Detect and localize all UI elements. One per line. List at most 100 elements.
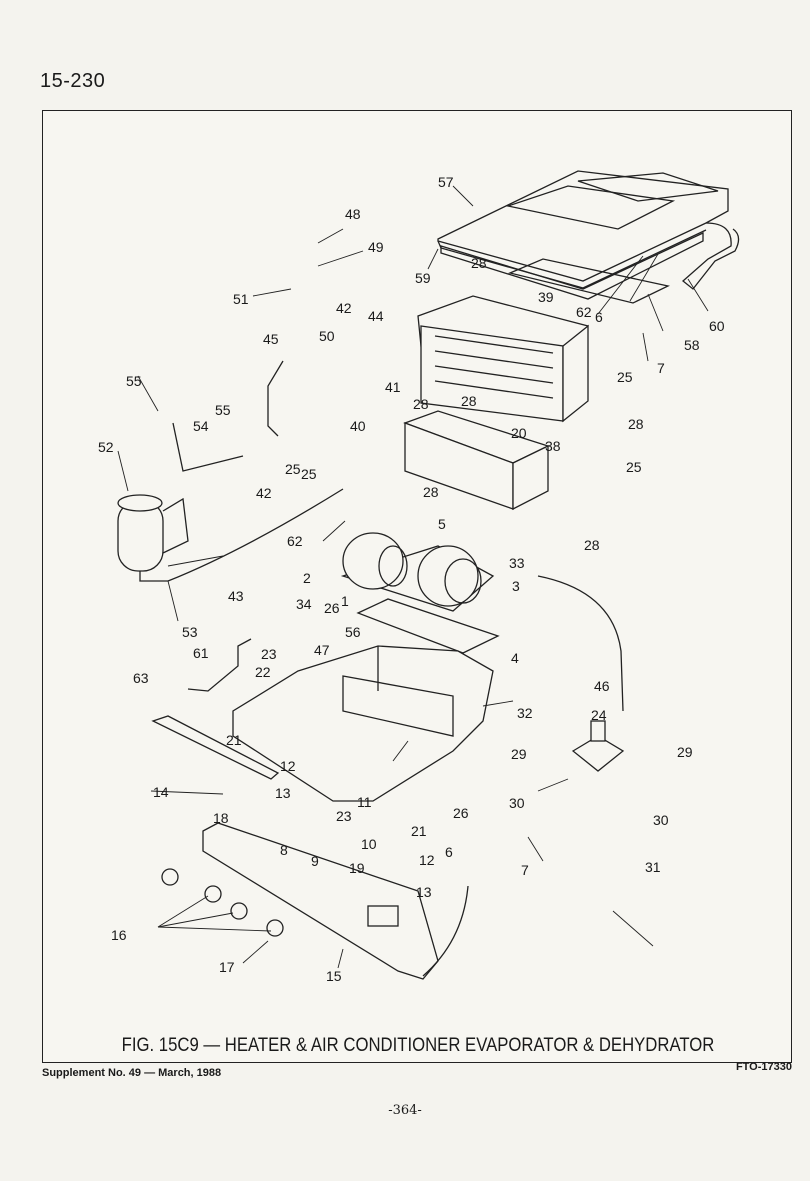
callout-30: 30 (509, 795, 525, 811)
callout-26: 26 (324, 600, 340, 616)
callout-50: 50 (319, 328, 335, 344)
callout-29: 29 (677, 744, 693, 760)
figure-code: FTO-17330 (735, 1061, 792, 1073)
callout-30: 30 (653, 812, 669, 828)
callout-10: 10 (361, 836, 377, 852)
callout-34: 34 (296, 596, 312, 612)
callout-15: 15 (326, 968, 342, 984)
callout-61: 61 (193, 645, 209, 661)
callout-52: 52 (98, 439, 114, 455)
callout-46: 46 (594, 678, 610, 694)
callout-42: 42 (256, 485, 272, 501)
callout-25: 25 (301, 466, 317, 482)
callout-19: 19 (349, 860, 365, 876)
part-panel-arrow (422, 885, 469, 977)
callout-53: 53 (182, 624, 198, 640)
callout-47: 47 (314, 642, 330, 658)
callout-2: 2 (303, 570, 311, 586)
callout-44: 44 (368, 308, 384, 324)
exploded-diagram: 57 48 49 51 59 28 39 62 6 60 58 42 44 50… (98, 170, 740, 984)
callout-16: 16 (111, 927, 127, 943)
part-gasket (440, 231, 704, 300)
supplement-note: Supplement No. 49 — March, 1988 (42, 1067, 222, 1079)
callout-41: 41 (385, 379, 401, 395)
callout-4: 4 (511, 650, 519, 666)
callout-23: 23 (336, 808, 352, 824)
part-evaporator-core (417, 295, 589, 423)
callout-54: 54 (193, 418, 209, 434)
part-blower-assembly (340, 532, 495, 612)
callout-9: 9 (311, 853, 319, 869)
callout-17: 17 (219, 959, 235, 975)
callout-28: 28 (584, 537, 600, 553)
callout-11: 11 (357, 794, 372, 810)
part-hose-46 (537, 575, 624, 712)
callout-56: 56 (345, 624, 361, 640)
callout-21: 21 (226, 732, 242, 748)
callout-labels: 57 48 49 51 59 28 39 62 6 60 58 42 44 50… (98, 174, 725, 984)
callout-31: 31 (645, 859, 661, 875)
callout-6: 6 (595, 309, 603, 325)
callout-45: 45 (263, 331, 279, 347)
part-trim-strip (151, 715, 280, 780)
part-heater-core (403, 410, 550, 511)
part-hose-45 (267, 360, 284, 437)
callout-59: 59 (415, 270, 431, 286)
callout-57: 57 (438, 174, 454, 190)
callout-55: 55 (215, 402, 231, 418)
page-number: -364- (388, 1103, 422, 1118)
callout-24: 24 (591, 707, 607, 723)
page-code: 15-230 (40, 70, 106, 92)
part-top-cover (437, 170, 740, 290)
callout-63: 63 (133, 670, 149, 686)
callout-13: 13 (275, 785, 291, 801)
part-dehydrator (117, 488, 344, 582)
callout-33: 33 (509, 555, 525, 571)
callout-28: 28 (423, 484, 439, 500)
callout-3: 3 (512, 578, 520, 594)
callout-62: 62 (287, 533, 303, 549)
callout-28: 28 (471, 255, 487, 271)
callout-6: 6 (445, 844, 453, 860)
callout-14: 14 (153, 784, 169, 800)
callout-1: 1 (341, 593, 349, 609)
figure-frame: 57 48 49 51 59 28 39 62 6 60 58 42 44 50… (42, 110, 792, 1063)
leader-lines (117, 185, 709, 969)
callout-28: 28 (413, 396, 429, 412)
callout-23: 23 (261, 646, 277, 662)
callout-28: 28 (628, 416, 644, 432)
callout-28: 28 (461, 393, 477, 409)
callout-55: 55 (126, 373, 142, 389)
callout-25: 25 (617, 369, 633, 385)
callout-39: 39 (538, 289, 554, 305)
callout-26: 26 (453, 805, 469, 821)
callout-29: 29 (511, 746, 527, 762)
callout-32: 32 (517, 705, 533, 721)
callout-21: 21 (411, 823, 427, 839)
part-hose-61 (187, 638, 252, 692)
callout-8: 8 (280, 842, 288, 858)
part-heater-housing (232, 645, 494, 802)
part-seal (507, 258, 670, 304)
callout-48: 48 (345, 206, 361, 222)
callout-13: 13 (416, 884, 432, 900)
callout-7: 7 (521, 862, 529, 878)
callout-12: 12 (419, 852, 435, 868)
part-control-panel (161, 822, 439, 980)
callout-58: 58 (684, 337, 700, 353)
callout-20: 20 (511, 425, 527, 441)
callout-62: 62 (576, 304, 592, 320)
callout-40: 40 (350, 418, 366, 434)
callout-7: 7 (657, 360, 665, 376)
part-blower-seal (356, 598, 500, 654)
callout-25: 25 (626, 459, 642, 475)
callout-43: 43 (228, 588, 244, 604)
callout-5: 5 (438, 516, 446, 532)
callout-12: 12 (280, 758, 296, 774)
callout-51: 51 (233, 291, 249, 307)
callout-49: 49 (368, 239, 384, 255)
callout-38: 38 (545, 438, 561, 454)
callout-25: 25 (285, 461, 301, 477)
part-water-valve (571, 720, 625, 772)
figure-caption: FIG. 15C9 — HEATER & AIR CONDITIONER EVA… (121, 1035, 715, 1056)
